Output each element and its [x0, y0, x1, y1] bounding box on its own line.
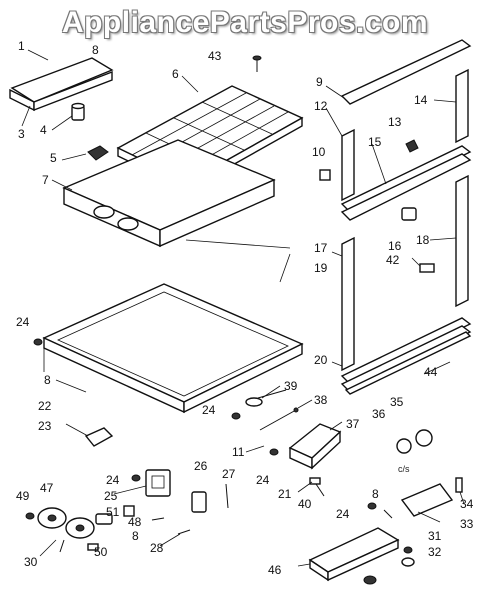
callout-49: 50 [94, 545, 108, 559]
watermark: AppliancePartsPros.com [61, 6, 429, 39]
part-strip-44 [344, 331, 472, 395]
callout-51: 51 [106, 505, 120, 519]
part-fan-parts [59, 539, 99, 553]
part-knob [71, 102, 85, 121]
callout-20: 20 [314, 353, 328, 367]
callout-42: 42 [386, 253, 400, 267]
callout-24: 24 [336, 507, 350, 521]
callout-15: 15 [368, 135, 382, 149]
callout-44: 44 [424, 365, 438, 379]
part-cover-plate [400, 483, 454, 517]
part-frame-top [340, 39, 472, 105]
callout-24: 24 [256, 473, 270, 487]
callout-30: 46 [268, 563, 282, 577]
callout-50: 30 [24, 555, 38, 569]
part-switch-26 [191, 491, 207, 513]
callout-1: 1 [18, 39, 25, 53]
part-clip-23 [84, 427, 114, 447]
callout-8: 8 [44, 373, 51, 387]
callout-34: 34 [460, 497, 474, 511]
callout-33: 33 [460, 517, 474, 531]
part-control-housing [288, 423, 342, 470]
callout-26: 26 [194, 459, 208, 473]
part-strip-19 [341, 236, 355, 372]
callout-5: 5 [50, 151, 57, 165]
part-bracket-10 [319, 169, 331, 181]
callout-8: 8 [372, 487, 379, 501]
callout-14: 14 [414, 93, 428, 107]
part-screw-13 [405, 139, 419, 153]
part-clip-5 [87, 145, 109, 161]
callout-48: 48 [128, 515, 142, 529]
callout-28: 28 [150, 541, 164, 555]
callout-6: 6 [172, 67, 179, 81]
callout-27: 27 [222, 467, 236, 481]
leader-lines [21, 49, 465, 567]
callout-43: 43 [208, 49, 222, 63]
callout-8: 8 [92, 43, 99, 57]
callout-24: 24 [106, 473, 120, 487]
part-shelf [42, 283, 304, 414]
part-fasteners-24 [25, 338, 377, 520]
part-control-box [308, 527, 400, 582]
part-duct-tray [62, 139, 276, 248]
callout-39: 39 [284, 379, 298, 393]
callout-12: 12 [314, 99, 328, 113]
callout-21: 21 [278, 487, 292, 501]
part-lamp-socket [245, 389, 299, 431]
callout-16: 16 [388, 239, 402, 253]
callout-4: 4 [40, 123, 47, 137]
callout-25: 25 [104, 489, 118, 503]
part-clip-42 [419, 263, 435, 273]
part-pins-8 [151, 509, 393, 535]
callout-3: 3 [18, 127, 25, 141]
callout-36: 36 [372, 407, 386, 421]
part-bracket-16 [401, 207, 417, 221]
part-knobs-31-32 [363, 546, 415, 585]
callout-31: 32 [428, 545, 442, 559]
part-frame-bottom [340, 317, 472, 393]
part-bulbs [396, 429, 433, 454]
callout-13: 13 [388, 115, 402, 129]
part-strip-18 [455, 174, 469, 308]
part-thermostat [145, 469, 171, 497]
part-frame-mid [340, 145, 472, 221]
part-fuse [455, 477, 463, 493]
part-strip-12 [341, 128, 355, 202]
callout-38: 38 [314, 393, 328, 407]
callout-40: 40 [298, 497, 312, 511]
callout-24: 49 [16, 489, 30, 503]
callout-19: 19 [314, 261, 328, 275]
callout-8: 8 [132, 529, 139, 543]
part-small-40 [309, 477, 325, 497]
callout-24: 24 [202, 403, 216, 417]
callout-9: 9 [316, 75, 323, 89]
callout-11: 11 [232, 445, 245, 459]
callout-37: 37 [346, 417, 360, 431]
callout-35: 35 [390, 395, 404, 409]
part-pin-27 [225, 483, 229, 509]
callout-10: 10 [312, 145, 326, 159]
part-blocks-48-51 [95, 505, 135, 525]
part-fan-motor [37, 507, 95, 539]
part-top-tray [9, 57, 114, 112]
callout-46: 31 [428, 529, 442, 543]
callout-22: 22 [38, 399, 52, 413]
callout-17: 17 [314, 241, 328, 255]
part-screw-43 [252, 55, 262, 72]
callout-7: 7 [42, 173, 49, 187]
callout-18: 18 [416, 233, 430, 247]
callout-47: 47 [40, 481, 54, 495]
callout-24: 24 [16, 315, 30, 329]
code-label: c/s [398, 464, 410, 474]
part-strip-14 [455, 68, 469, 144]
callout-23: 23 [38, 419, 52, 433]
